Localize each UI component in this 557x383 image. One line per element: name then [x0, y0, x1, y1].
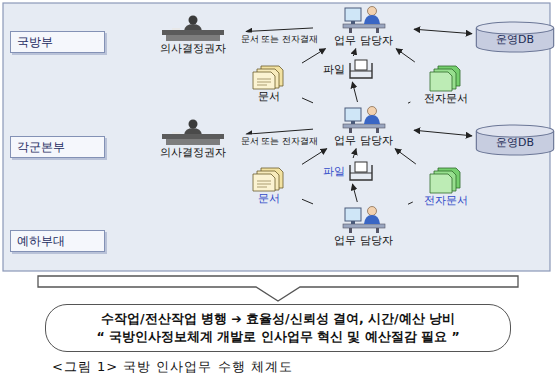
region-panel: [3, 3, 550, 271]
paper-documents: 문서: [238, 166, 300, 205]
figure-caption: <그림 1> 국방 인사업무 수행 체계도: [52, 358, 293, 376]
label-text: 수작업/전산작업 병행 ➔ 효율성/신뢰성 결여, 시간/예산 낭비: [60, 310, 496, 328]
label-text: 각군본부: [17, 140, 98, 154]
decision-maker: 의사결정권자: [142, 118, 244, 159]
label-text: “ 국방인사정보체계 개발로 인사업무 혁신 및 예산절감 필요 ”: [60, 328, 496, 346]
staff-worker: 업무 담당자: [315, 204, 412, 247]
icon-art: [410, 166, 482, 194]
file-tray: 파일: [322, 58, 376, 80]
label-text: 업무 담당자: [315, 134, 412, 147]
icon-art: [347, 160, 375, 182]
connector-arrow: [408, 102, 410, 103]
electronic-documents: 전자문서: [410, 166, 482, 207]
down-chevron: [38, 276, 518, 301]
label-text: 전자문서: [410, 92, 482, 105]
label-text: 예하부대: [17, 234, 98, 248]
label-text: 파일: [323, 165, 345, 178]
label-text: 문서: [238, 90, 300, 103]
icon-art: [347, 58, 375, 80]
tier-label-box: 국방부: [10, 31, 105, 53]
staff-worker: 업무 담당자: [315, 4, 412, 47]
electronic-documents: 전자문서: [410, 64, 482, 105]
conclusion-box: 수작업/전산작업 병행 ➔ 효율성/신뢰성 결여, 시간/예산 낭비“ 국방인사…: [45, 304, 511, 352]
connector-arrow: [396, 49, 415, 62]
connector-arrow: [302, 98, 313, 103]
label-text: 전자문서: [410, 194, 482, 207]
file-tray: 파일: [322, 160, 376, 182]
icon-art: [410, 64, 482, 92]
icon-art: [142, 14, 244, 42]
label-text: 의사결정권자: [142, 146, 244, 159]
database-cylinder: 운영DB: [474, 21, 556, 53]
label-text: 의사결정권자: [142, 42, 244, 55]
database-cylinder: 운영DB: [474, 124, 556, 156]
label-text: 국방부: [17, 35, 98, 49]
decision-maker: 의사결정권자: [142, 14, 244, 55]
label-text: 업무 담당자: [315, 234, 412, 247]
connector-arrow: [353, 49, 355, 56]
connector-arrow: [302, 199, 313, 204]
edge-label: 문서 또는 전자결재: [239, 32, 321, 45]
connector-arrow: [302, 149, 327, 165]
connector-arrow: [302, 49, 326, 63]
connector-arrow: [414, 29, 472, 33]
connector-arrow: [352, 82, 357, 102]
connector-arrow: [395, 149, 416, 164]
connector-arrow: [352, 184, 357, 202]
tier-label-box: 예하부대: [10, 230, 105, 252]
connector-arrow: [246, 28, 313, 32]
label-text: 운영DB: [474, 124, 556, 149]
connector-arrow: [414, 130, 472, 136]
icon-art: [238, 64, 300, 90]
edge-label: 문서 또는 전자결재: [239, 134, 321, 147]
label-text: 업무 담당자: [315, 34, 412, 47]
icon-art: [315, 104, 412, 134]
label-text: 파일: [323, 63, 345, 76]
staff-worker: 업무 담당자: [315, 104, 412, 147]
icon-art: [142, 118, 244, 146]
icon-art: [315, 4, 412, 34]
icon-art: [315, 204, 412, 234]
label-text: 운영DB: [474, 21, 556, 46]
label-text: 문서: [238, 192, 300, 205]
connector-arrow: [408, 202, 413, 204]
tier-label-box: 각군본부: [10, 136, 105, 158]
paper-documents: 문서: [238, 64, 300, 103]
icon-art: [238, 166, 300, 192]
connector-arrow: [353, 149, 356, 158]
